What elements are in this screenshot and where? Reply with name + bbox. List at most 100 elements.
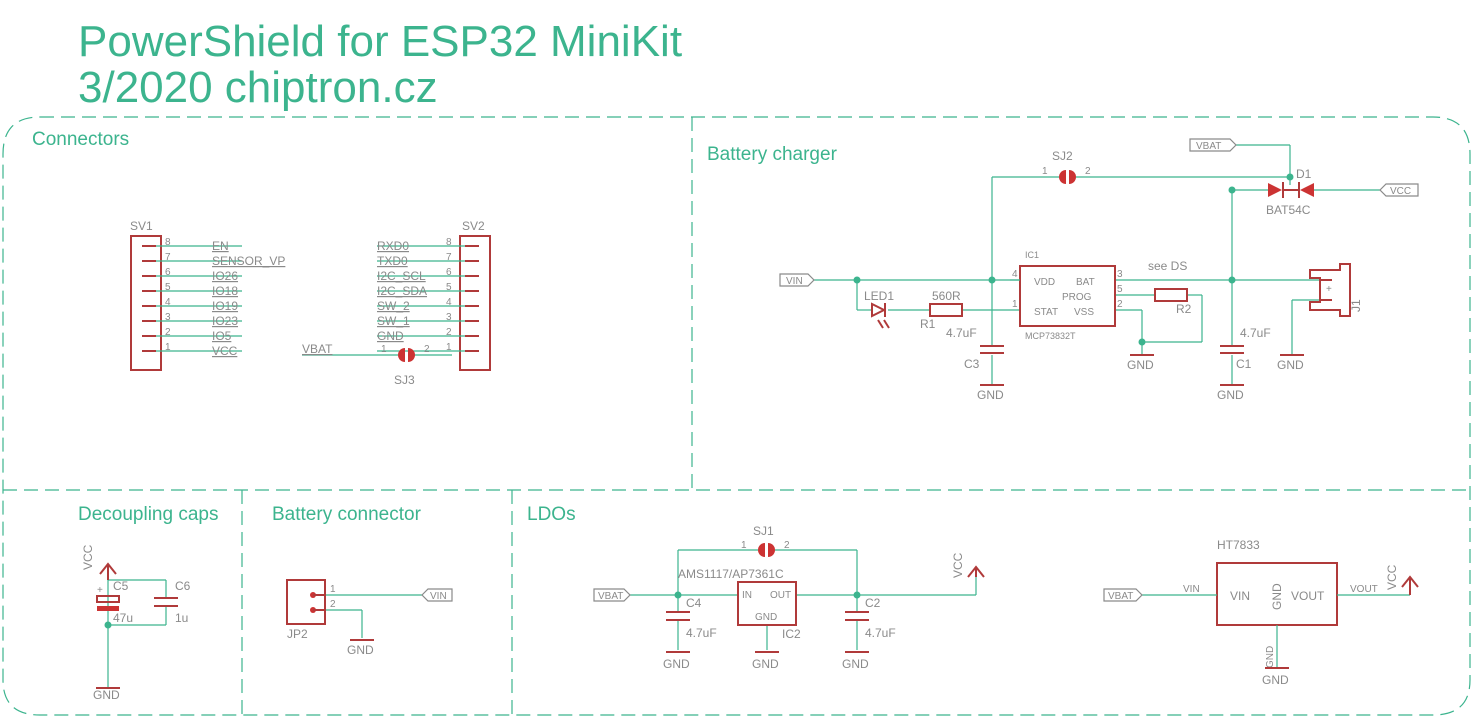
ic1-name: IC1 [1025,250,1039,260]
ic1-pin-prog: 5 [1117,284,1123,295]
title-line-1: PowerShield for ESP32 MiniKit [78,17,682,66]
c1-name: C1 [1236,357,1252,371]
c4-gnd: GND [663,657,690,671]
ic1-mcp73832: IC1 VDD BAT PROG STAT VSS MCP73832T 4 3 … [1010,250,1123,341]
section-battery-charger-title: Battery charger [707,144,838,165]
ht7833-name: HT7833 [1217,538,1260,552]
sj1-pin1: 1 [741,540,747,551]
capacitor-c1: 4.7uF C1 GND [1217,326,1271,402]
ht-vin-net: VIN [1183,584,1200,595]
solder-jumper-sj3: VBAT 1 2 SJ3 [302,342,452,387]
section-ldos-title: LDOs [527,504,576,525]
ic2-part: AMS1117/AP7361C [678,567,784,581]
sj1-name: SJ1 [753,524,774,538]
pin-number: 6 [165,267,171,278]
pin-number: 2 [165,327,171,338]
vcc-flag-charger-text: VCC [1390,186,1411,197]
ic1-pin-stat: 1 [1012,299,1018,310]
ht-gnd-net: GND [1265,646,1276,668]
c5-plus: + [97,585,103,596]
ic1-part: MCP73832T [1025,331,1076,341]
j1-name: J1 [1349,299,1363,312]
pin-number: 5 [165,282,171,293]
sj3-name: SJ3 [394,373,415,387]
c3-value: 4.7uF [946,326,977,340]
pin-net-sv2-5: I2C_SDA [377,284,427,298]
pin-number: 6 [446,267,452,278]
j1-gnd-label: GND [1277,358,1304,372]
ic1-pin-vss: 2 [1117,299,1123,310]
vcc-flag-charger: VCC [1379,183,1419,197]
sj1-pin2: 2 [784,540,790,551]
gnd-j1: GND [1277,354,1304,372]
pin-net-sv2-3: SW_1 [377,314,410,328]
ic1-vdd: VDD [1034,277,1055,288]
ic1-prog: PROG [1062,292,1092,303]
resistor-r2: see DS R2 [1148,259,1192,316]
pin-net-sv2-2: GND [377,329,404,343]
ic2-in: IN [742,590,752,601]
battery-connector-jp2: 1 2 JP2 VIN GND [286,579,453,657]
ht-gnd-pin: GND [1270,583,1284,610]
sj2-pin2: 2 [1085,166,1091,177]
pin-net-sv1-1: VCC [212,344,238,358]
ht-vin-pin: VIN [1230,589,1250,603]
connector-j1: + J1 [1309,263,1363,317]
pin-net-sv1-2: IO5 [212,329,232,343]
resistor-r1: 560R R1 [920,289,963,331]
pin-number: 3 [446,312,452,323]
c6-name: C6 [175,579,191,593]
ht-vbat-flag: VBAT [1108,591,1133,602]
c3-gnd: GND [977,388,1004,402]
pin-net-sv2-4: SW_2 [377,299,410,313]
ht-vcc: VCC [1385,564,1399,590]
ic2-name: IC2 [782,627,801,641]
d1-value: BAT54C [1266,203,1311,217]
sj3-pin2: 2 [424,344,430,355]
ic2-gnd-pin: GND [755,612,777,623]
vbat-flag-charger-text: VBAT [1196,141,1221,152]
led-led1: LED1 [864,289,894,329]
ldo-ams1117: VBAT SJ1 1 2 AMS1117/AP7361C IN OUT GND … [593,524,985,671]
gnd-vss: GND [1127,354,1154,372]
ht-vout-pin: VOUT [1291,589,1325,603]
pin-net-sv2-7: TXD0 [377,254,408,268]
ic1-stat: STAT [1034,307,1058,318]
d1-name: D1 [1296,167,1312,181]
pin-number: 7 [165,252,171,263]
pin-net-sv1-6: IO26 [212,269,238,283]
title-line-2: 3/2020 chiptron.cz [78,63,438,112]
ic1-pin-vdd: 4 [1012,269,1018,280]
c2-gnd: GND [842,657,869,671]
pin-number: 1 [165,342,171,353]
ldo-vbat-flag: VBAT [598,591,623,602]
vbat-flag-charger: VBAT [1189,138,1237,152]
pin-net-sv2-6: I2C_SCL [377,269,426,283]
pin-number: 1 [446,342,452,353]
ic2-gnd: GND [752,657,779,671]
led1-name: LED1 [864,289,894,303]
sj3-pad-right [408,348,415,362]
c5-value: 47u [113,611,133,625]
pin-net-sv1-7: SENSOR_VP [212,254,285,268]
c1-value: 4.7uF [1240,326,1271,340]
pin-net-sv1-3: IO23 [212,314,238,328]
pin-net-sv2-8: RXD0 [377,239,409,253]
ic1-vss: VSS [1074,307,1094,318]
c1-gnd: GND [1217,388,1244,402]
jp2-vin-flag: VIN [430,591,447,602]
r1-value: 560R [932,289,961,303]
r1-name: R1 [920,317,936,331]
ht-vout-net: VOUT [1350,584,1378,595]
sj2-name: SJ2 [1052,149,1073,163]
decoupling-caps: VCC + C5 47u C6 1u GND [81,544,191,702]
vss-gnd-label: GND [1127,358,1154,372]
pin-net-sv1-4: IO19 [212,299,238,313]
sv1-body [130,235,162,371]
capacitor-c3: 4.7uF C3 GND [946,326,1004,402]
pin-net-sv1-5: IO18 [212,284,238,298]
frame-lines [2,116,1471,716]
sj2-pin1: 1 [1042,166,1048,177]
c2-name: C2 [865,596,881,610]
pin-number: 7 [446,252,452,263]
